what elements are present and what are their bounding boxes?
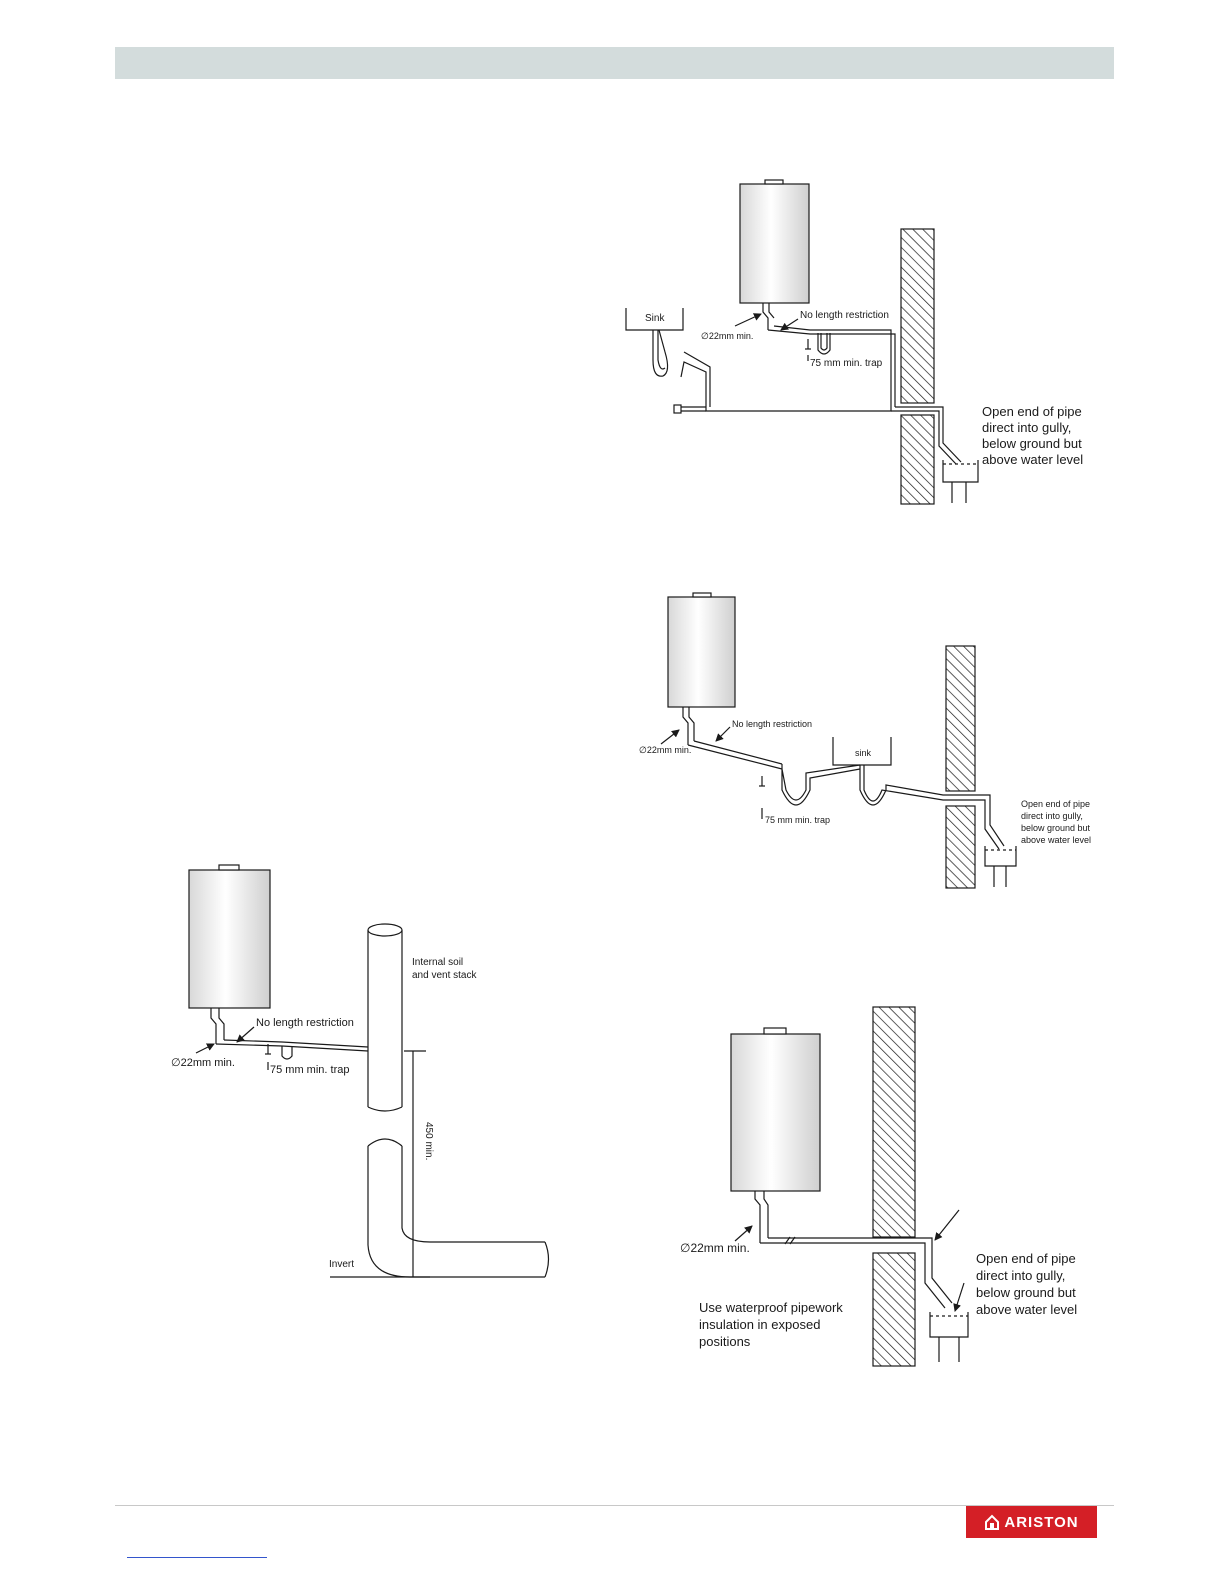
house-icon (985, 1514, 1000, 1530)
trap (781, 764, 861, 806)
soil-stack (367, 930, 403, 1107)
trap (817, 333, 831, 355)
label-diameter: ∅22mm min. (680, 1241, 750, 1255)
boiler (667, 596, 736, 708)
wall (872, 1252, 916, 1367)
label-sink: sink (855, 748, 872, 758)
wall (872, 1006, 916, 1238)
footer-link-underline[interactable] (127, 1557, 267, 1558)
gully (984, 846, 1017, 867)
ariston-logo: ARISTON (966, 1506, 1097, 1538)
label-stack-2: and vent stack (412, 970, 477, 981)
label-gully-4: above water level (1021, 835, 1091, 845)
label-diameter: ∅22mm min. (639, 745, 691, 755)
label-gully-4: above water level (982, 452, 1083, 467)
label-gully-4: above water level (976, 1302, 1077, 1317)
condensate-pipe (680, 325, 896, 412)
label-gully-1: Open end of pipe (976, 1251, 1076, 1266)
label-stack-1: Internal soil (412, 957, 463, 968)
label-invert: Invert (329, 1259, 354, 1270)
header-bar (115, 47, 1114, 79)
label-gully-1: Open end of pipe (982, 404, 1082, 419)
label-insulation-3: positions (699, 1334, 751, 1349)
label-trap: 75 mm min. trap (810, 358, 883, 369)
condensate-pipe (687, 740, 783, 770)
label-diameter: ∅22mm min. (701, 331, 753, 341)
sink (832, 737, 892, 766)
label-diameter: ∅22mm min. (171, 1057, 235, 1069)
label-gully-2: direct into gully, (982, 420, 1071, 435)
gully (929, 1312, 969, 1338)
label-gully-1: Open end of pipe (1021, 799, 1090, 809)
trap (281, 1046, 293, 1060)
label-insulation-1: Use waterproof pipework (699, 1300, 843, 1315)
wall (900, 228, 935, 404)
boiler (188, 869, 271, 1009)
label-insulation-2: insulation in exposed (699, 1317, 820, 1332)
condensate-pipe (760, 1237, 953, 1309)
wall (945, 805, 976, 889)
boiler-flue (764, 179, 784, 185)
boiler (739, 183, 810, 304)
label-height: 450 min. (423, 1122, 434, 1160)
boiler (730, 1033, 821, 1192)
label-trap: 75 mm min. trap (765, 815, 830, 825)
label-gully-3: below ground but (976, 1285, 1076, 1300)
diagram-top-right (625, 179, 979, 505)
diagram-middle-right (660, 592, 1017, 889)
label-sink: Sink (645, 313, 665, 324)
footer-rule (115, 1505, 1114, 1506)
diagram-bottom-left (188, 864, 550, 1278)
diagram-bottom-right (730, 1006, 969, 1367)
label-gully-3: below ground but (982, 436, 1082, 451)
label-length: No length restriction (800, 310, 889, 321)
label-length: No length restriction (256, 1017, 354, 1029)
label-gully-2: direct into gully, (976, 1268, 1065, 1283)
label-trap: 75 mm min. trap (270, 1064, 349, 1076)
label-length: No length restriction (732, 719, 812, 729)
boiler-flue (218, 864, 240, 871)
boiler-flue (692, 592, 712, 598)
wall (945, 645, 976, 792)
boiler-flue (763, 1027, 787, 1035)
label-gully-2: direct into gully, (1021, 811, 1083, 821)
gully (942, 460, 979, 483)
sink (625, 308, 684, 331)
wall (900, 414, 935, 505)
brand-name: ARISTON (1004, 1513, 1079, 1531)
label-gully-3: below ground but (1021, 823, 1091, 833)
